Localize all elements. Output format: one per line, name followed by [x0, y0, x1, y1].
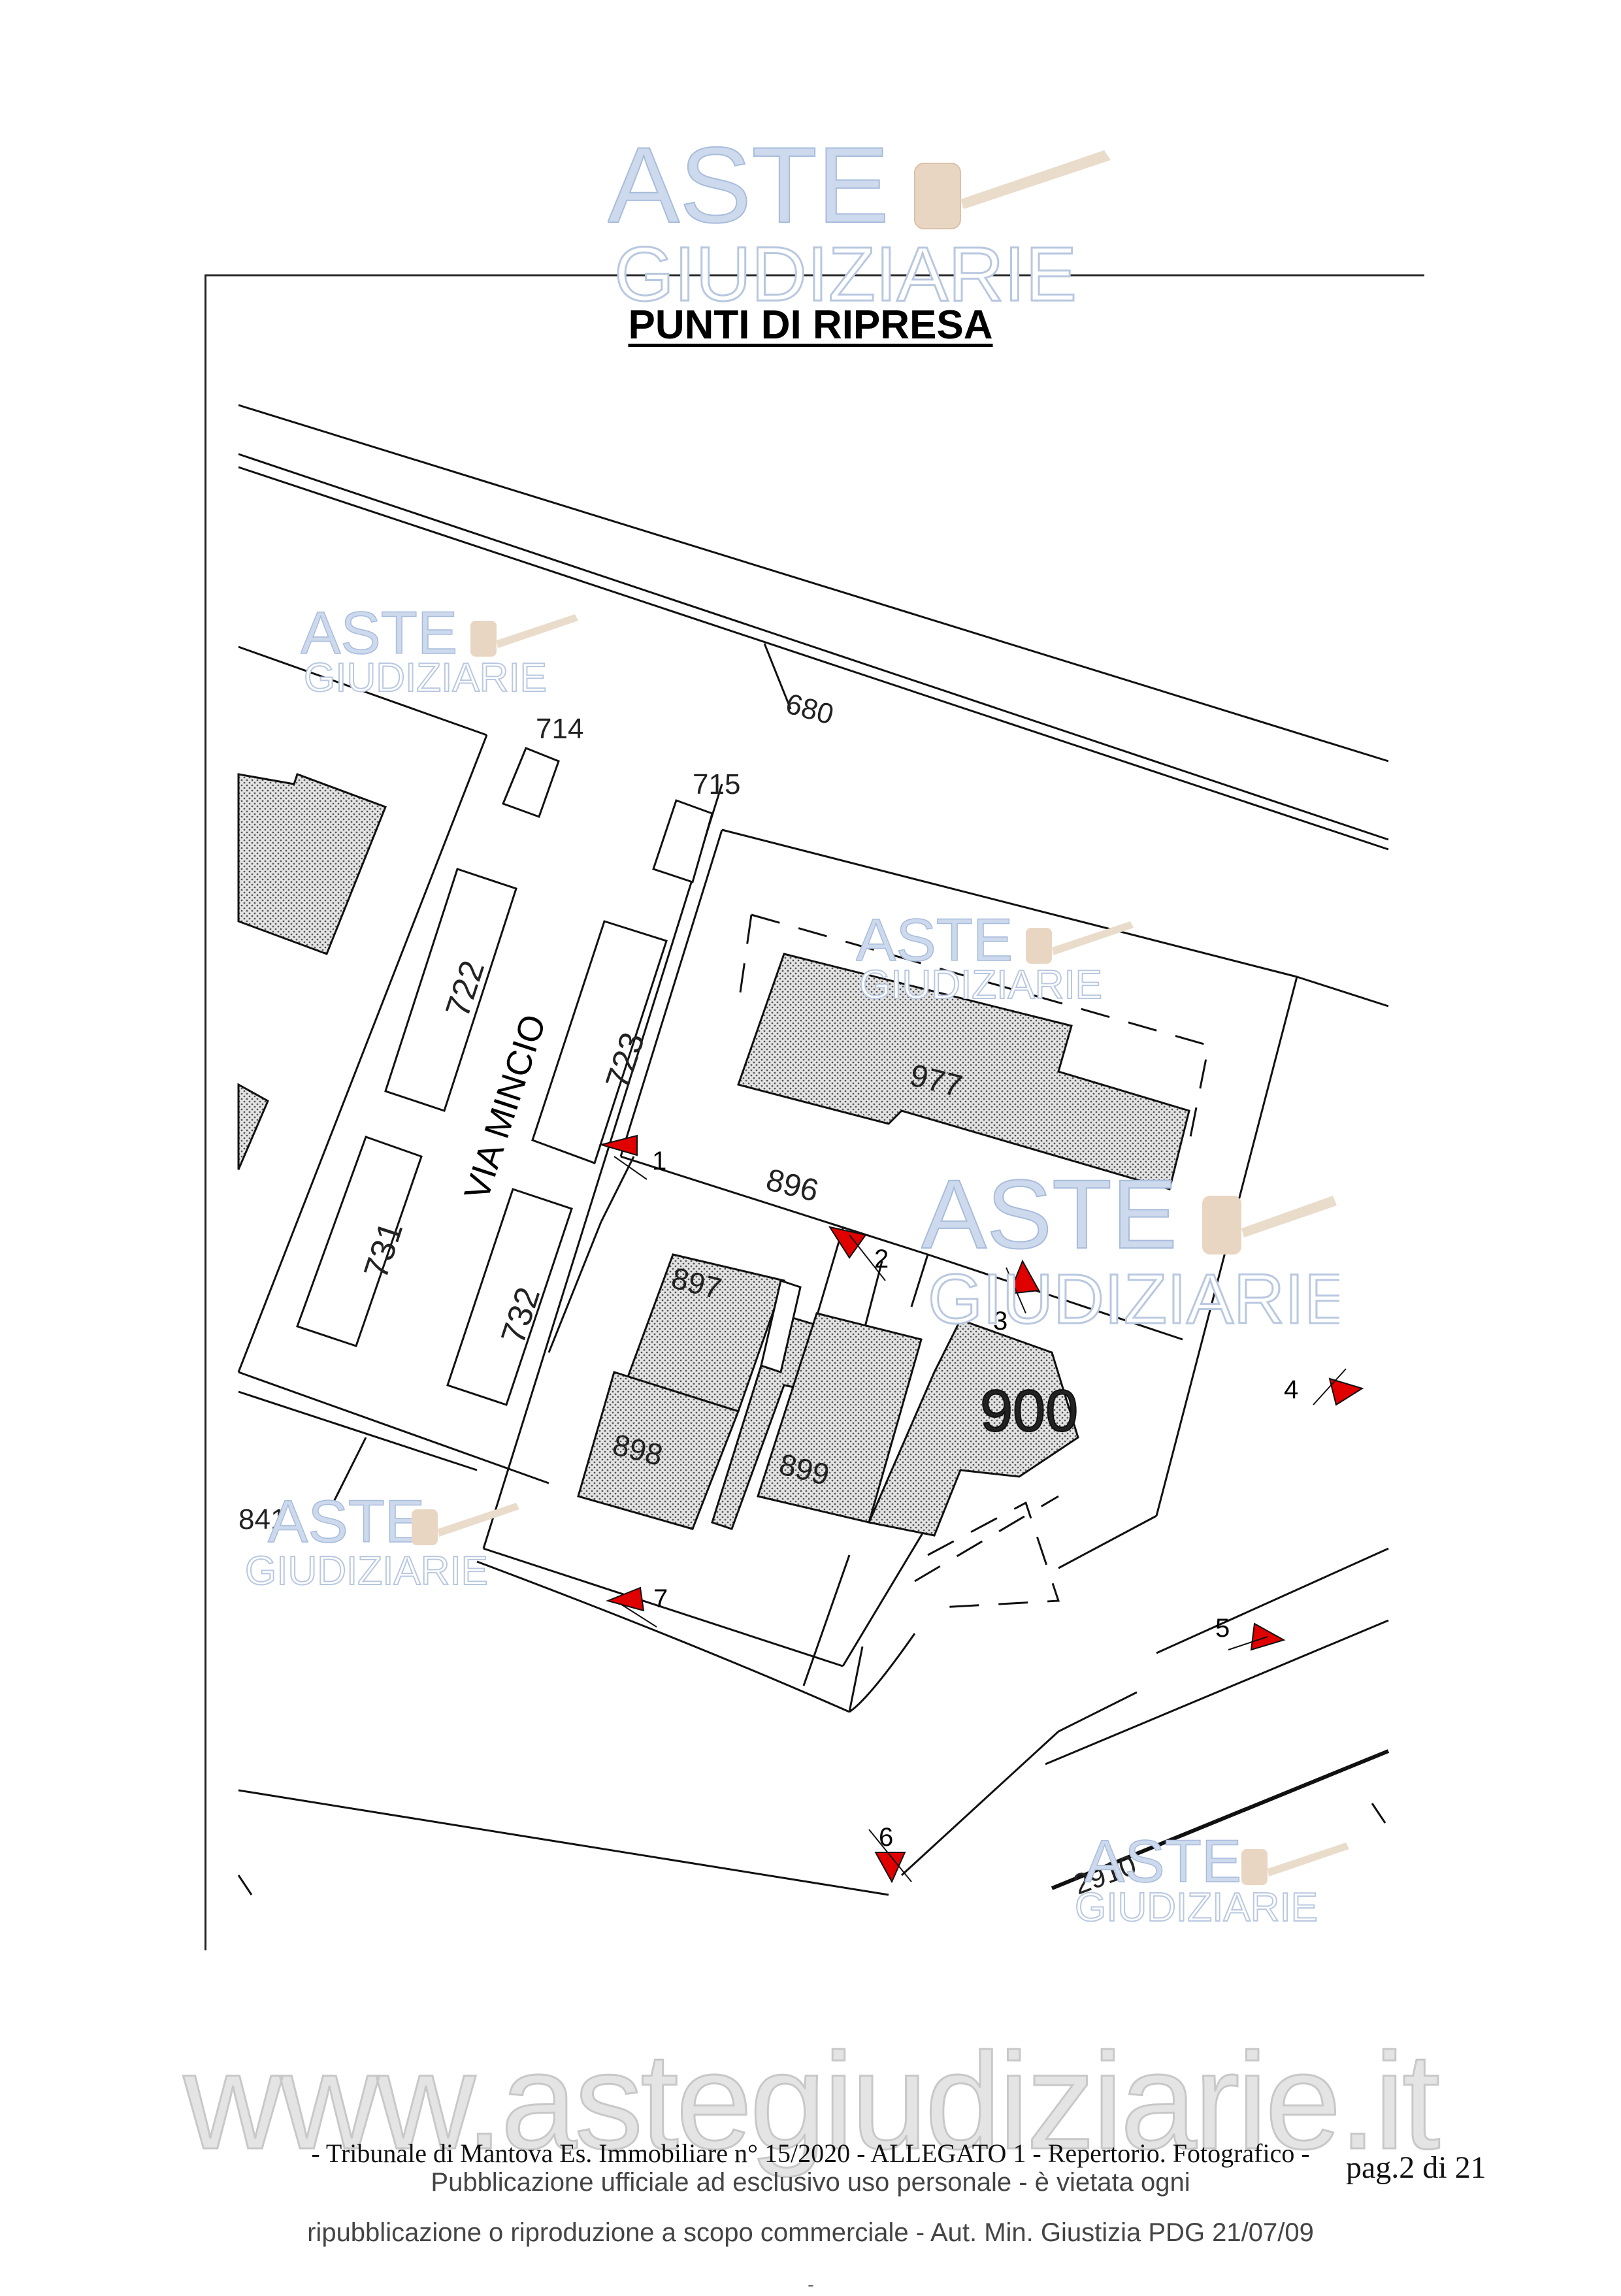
parcel-label-714: 714 [536, 713, 583, 745]
parcel-label-896: 896 [762, 1162, 822, 1209]
street-label-via-mincio: VIA MINCIO [457, 1010, 553, 1205]
viewpoint-5: 5 [1215, 1614, 1286, 1651]
frame-top-line [205, 274, 1424, 276]
viewpoint-1: 1 [598, 1134, 666, 1180]
parcel-label-841: 841 [238, 1503, 286, 1535]
page-number: pag.2 di 21 [1346, 2150, 1486, 2185]
watermark-brand-top: ASTE [268, 1488, 425, 1555]
watermark-brand-top: ASTE [608, 125, 889, 245]
parcel-label-680: 680 [782, 687, 837, 730]
frame-left-line [205, 274, 206, 1950]
viewpoint-label-1: 1 [652, 1147, 666, 1175]
footer-publication-line-2: ripubblicazione o riproduzione a scopo c… [307, 2218, 1314, 2247]
gavel-icon [1026, 921, 1134, 964]
footer-case-line: - Tribunale di Mantova Es. Immobiliare n… [311, 2139, 1310, 2168]
viewpoint-6: 6 [868, 1823, 912, 1884]
watermark-brand-bottom: GIUDIZIARIE [928, 1259, 1339, 1338]
viewpoint-3: 3 [993, 1259, 1040, 1336]
page-title: PUNTI DI RIPRESA [628, 303, 993, 348]
watermark-brand-bottom: GIUDIZIARIE [304, 655, 547, 699]
aste-watermark-2: ASTE GIUDIZIARIE [856, 908, 1134, 1006]
parcel-label-900: 900 [980, 1379, 1078, 1444]
viewpoint-7: 7 [605, 1584, 668, 1628]
aste-watermark-1: ASTE GIUDIZIARIE [301, 601, 578, 699]
viewpoint-label-6: 6 [879, 1823, 893, 1852]
viewpoint-label-2: 2 [874, 1245, 889, 1273]
watermark-brand-bottom: GIUDIZIARIE [859, 962, 1102, 1006]
gavel-icon [1202, 1196, 1337, 1255]
viewpoint-label-3: 3 [993, 1307, 1007, 1336]
watermark-brand-top: ASTE [301, 601, 457, 666]
aste-watermark-5: ASTE GIUDIZIARIE [1074, 1829, 1349, 1931]
gavel-icon [412, 1503, 519, 1545]
aste-watermark-3: ASTE GIUDIZIARIE [921, 1158, 1339, 1339]
watermark-brand-bottom: GIUDIZIARIE [245, 1549, 488, 1594]
viewpoint-4: 4 [1284, 1368, 1364, 1406]
viewpoint-label-4: 4 [1284, 1375, 1298, 1404]
watermark-brand-top: ASTE [921, 1159, 1177, 1269]
viewpoint-label-7: 7 [653, 1584, 668, 1613]
aste-watermark-4: ASTE GIUDIZIARIE [244, 1488, 519, 1594]
parcel-label-715: 715 [693, 768, 740, 800]
footer-dash: - [808, 2274, 814, 2295]
gavel-icon [914, 150, 1111, 229]
viewpoint-2: 2 [828, 1226, 889, 1281]
watermark-brand-bottom: GIUDIZIARIE [1075, 1885, 1318, 1930]
aste-watermark-top: ASTE GIUDIZIARIE [608, 124, 1111, 319]
viewpoint-label-5: 5 [1215, 1614, 1230, 1643]
website-watermark: www.astegiudiziarie.it [182, 2024, 1441, 2179]
watermark-brand-bottom: GIUDIZIARIE [614, 231, 1077, 318]
watermark-brand-top: ASTE [856, 908, 1013, 974]
gavel-icon [470, 614, 578, 657]
footer-publication-line-1: Pubblicazione ufficiale ad esclusivo uso… [431, 2168, 1190, 2197]
viewpoint-markers: 1 2 3 4 5 6 7 [598, 1134, 1364, 1884]
watermark-brand-top: ASTE [1085, 1829, 1241, 1895]
gavel-icon [1241, 1843, 1349, 1885]
